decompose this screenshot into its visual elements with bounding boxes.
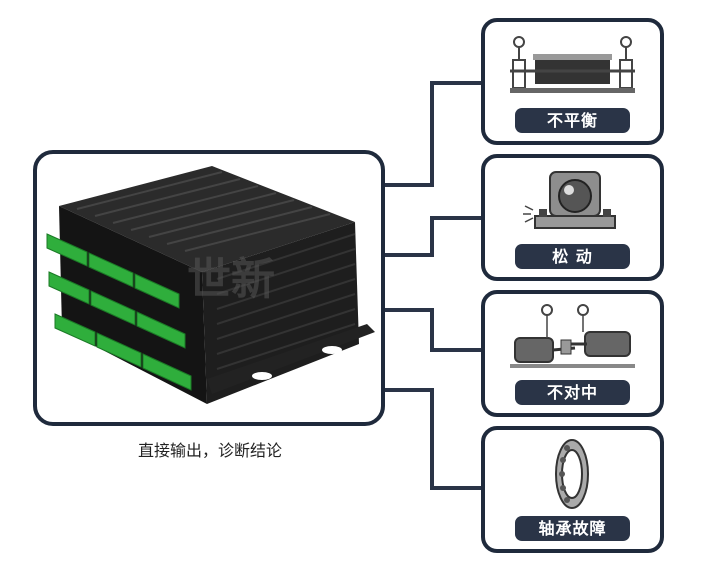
fault-card-looseness: 松 动 bbox=[481, 154, 664, 281]
fault-label-misalignment: 不对中 bbox=[515, 380, 630, 405]
rotor-unbalance-icon bbox=[510, 36, 635, 93]
fault-card-bearing: 轴承故障 bbox=[481, 426, 664, 553]
bearing-block-looseness-icon bbox=[523, 171, 616, 229]
device-caption: 直接输出，诊断结论 bbox=[137, 441, 282, 460]
connector-bearing bbox=[385, 388, 481, 490]
rolling-bearing-icon bbox=[555, 439, 589, 509]
diagnostic-device-image: 世新 bbox=[46, 166, 375, 404]
connector-unbalance bbox=[385, 81, 481, 187]
fault-label-unbalance: 不平衡 bbox=[515, 108, 630, 133]
diagnostic-device-panel: 世新 bbox=[33, 150, 385, 426]
fault-card-misalignment: 不对中 bbox=[481, 290, 664, 417]
connector-looseness bbox=[385, 216, 481, 257]
watermark-text: 世新 bbox=[187, 254, 275, 305]
fault-label-looseness: 松 动 bbox=[515, 244, 630, 269]
connector-misalignment bbox=[385, 308, 481, 352]
fault-label-bearing: 轴承故障 bbox=[515, 516, 630, 541]
shaft-misalignment-icon bbox=[510, 304, 635, 368]
fault-card-unbalance: 不平衡 bbox=[481, 18, 664, 145]
